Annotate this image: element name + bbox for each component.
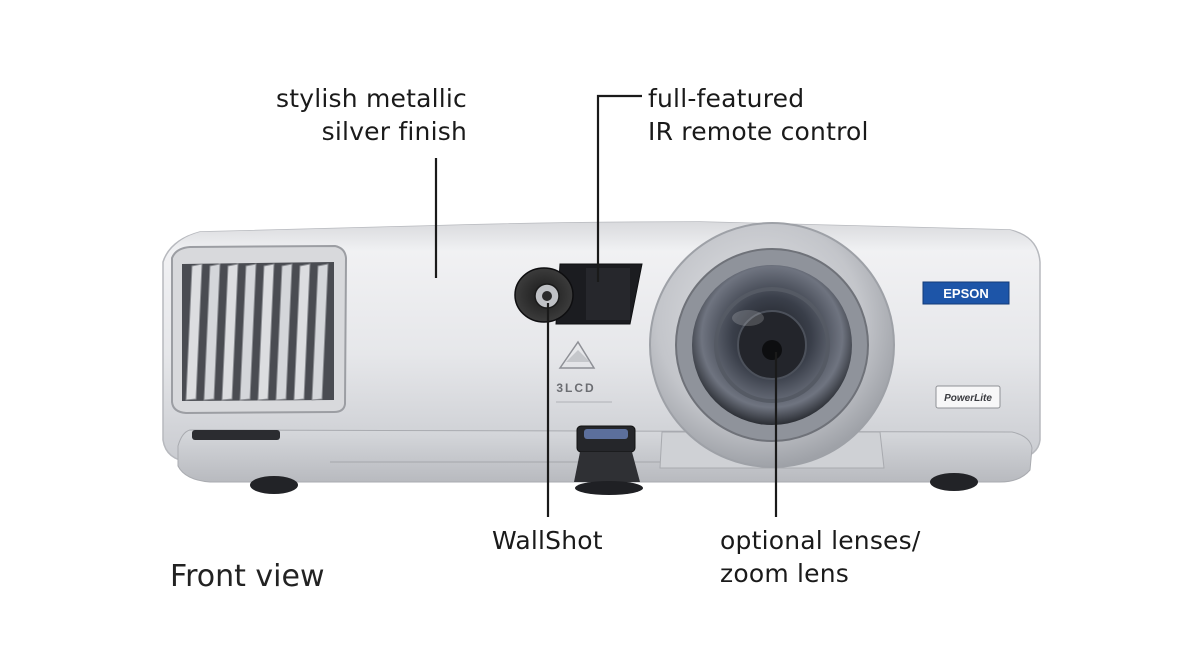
vent-slat xyxy=(257,263,275,401)
model-badge-text: PowerLite xyxy=(944,393,992,404)
ir-leader xyxy=(596,94,642,282)
exhaust-slot xyxy=(192,430,280,440)
ir-sensor-icon xyxy=(555,263,643,325)
epson-badge: EPSON xyxy=(922,281,1010,305)
wallshot-button-icon xyxy=(514,267,574,323)
vent-slat xyxy=(293,263,311,401)
vent-slat xyxy=(275,263,293,401)
left-foot-icon xyxy=(250,476,298,494)
finish-callout: stylish metallic silver finish xyxy=(255,82,467,148)
vent-slat xyxy=(221,263,239,401)
view-caption: Front view xyxy=(170,559,325,594)
ir-remote-callout: full-featured IR remote control xyxy=(648,82,869,148)
finish-callout-line-2: silver finish xyxy=(321,117,467,146)
wallshot-callout-line-1: WallShot xyxy=(492,526,603,555)
brand-badge-text: EPSON xyxy=(943,286,989,301)
vent-slat xyxy=(185,263,203,401)
powerlite-badge: PowerLite xyxy=(935,385,1001,409)
ir-callout-line-2: IR remote control xyxy=(648,117,869,146)
lcd-badge-text: 3LCD xyxy=(556,381,595,395)
wallshot-callout: WallShot xyxy=(492,524,603,557)
ir-callout-line-1: full-featured xyxy=(648,84,805,113)
finish-callout-line-1: stylish metallic xyxy=(276,84,467,113)
vent-slat xyxy=(311,263,329,401)
vent-slats xyxy=(185,263,329,401)
right-foot-icon xyxy=(930,473,978,491)
lens-callout-line-1: optional lenses/ xyxy=(720,526,921,555)
vent-slat xyxy=(239,263,257,401)
zoom-lens-icon xyxy=(649,222,895,469)
lcd-logo-icon: 3LCD xyxy=(556,340,612,403)
leader-lines xyxy=(434,94,778,517)
vent-slat xyxy=(203,263,221,401)
lens-callout: optional lenses/ zoom lens xyxy=(720,524,921,590)
lens-callout-line-2: zoom lens xyxy=(720,559,850,588)
front-foot-icon xyxy=(574,425,643,495)
